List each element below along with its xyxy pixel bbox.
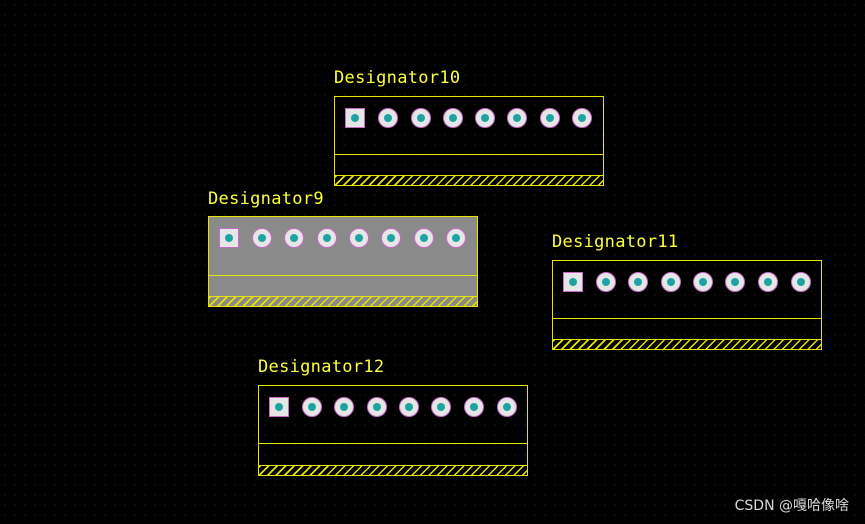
drill-hole — [351, 114, 359, 122]
pad-round[interactable] — [572, 108, 592, 128]
body-outline-line — [553, 318, 821, 319]
component-footprint[interactable] — [552, 260, 822, 350]
drill-hole — [513, 114, 521, 122]
drill-hole — [699, 278, 707, 286]
drill-hole — [569, 278, 577, 286]
pad-round[interactable] — [431, 397, 451, 417]
drill-hole — [340, 403, 348, 411]
pad-round[interactable] — [497, 397, 517, 417]
hatched-edge — [259, 465, 527, 475]
pad-round[interactable] — [540, 108, 560, 128]
drill-hole — [634, 278, 642, 286]
drill-hole — [373, 403, 381, 411]
pad-square[interactable] — [563, 272, 583, 292]
designator-label: Designator12 — [258, 357, 385, 377]
drill-hole — [437, 403, 445, 411]
pad-round[interactable] — [661, 272, 681, 292]
pad-round[interactable] — [443, 108, 463, 128]
pad-round[interactable] — [378, 108, 398, 128]
drill-hole — [764, 278, 772, 286]
pad-round[interactable] — [446, 228, 466, 248]
hatched-edge — [553, 339, 821, 349]
drill-hole — [308, 403, 316, 411]
drill-hole — [503, 403, 511, 411]
designator-label: Designator9 — [208, 189, 324, 209]
pad-round[interactable] — [596, 272, 616, 292]
drill-hole — [452, 234, 460, 242]
body-outline-line — [335, 154, 603, 155]
pad-round[interactable] — [725, 272, 745, 292]
pad-round[interactable] — [317, 228, 337, 248]
drill-hole — [546, 114, 554, 122]
pad-round[interactable] — [411, 108, 431, 128]
drill-hole — [290, 234, 298, 242]
drill-hole — [578, 114, 586, 122]
pad-round[interactable] — [507, 108, 527, 128]
pad-round[interactable] — [758, 272, 778, 292]
pad-round[interactable] — [252, 228, 272, 248]
pad-square[interactable] — [269, 397, 289, 417]
pad-round[interactable] — [791, 272, 811, 292]
drill-hole — [667, 278, 675, 286]
component-footprint-selected[interactable] — [208, 216, 478, 307]
watermark: CSDN @嘎哈像啥 — [734, 498, 849, 514]
designator-label: Designator10 — [334, 68, 461, 88]
pad-round[interactable] — [628, 272, 648, 292]
drill-hole — [731, 278, 739, 286]
drill-hole — [387, 234, 395, 242]
drill-hole — [470, 403, 478, 411]
designator-label: Designator11 — [552, 232, 679, 252]
drill-hole — [602, 278, 610, 286]
pad-round[interactable] — [349, 228, 369, 248]
component-footprint[interactable] — [334, 96, 604, 186]
pad-round[interactable] — [475, 108, 495, 128]
drill-hole — [384, 114, 392, 122]
body-outline-line — [209, 275, 477, 276]
pad-round[interactable] — [334, 397, 354, 417]
drill-hole — [420, 234, 428, 242]
drill-hole — [355, 234, 363, 242]
pad-round[interactable] — [381, 228, 401, 248]
pad-round[interactable] — [414, 228, 434, 248]
pad-square[interactable] — [219, 228, 239, 248]
hatched-edge — [335, 175, 603, 185]
drill-hole — [225, 234, 233, 242]
pad-round[interactable] — [302, 397, 322, 417]
body-outline-line — [259, 443, 527, 444]
pad-round[interactable] — [284, 228, 304, 248]
drill-hole — [275, 403, 283, 411]
drill-hole — [323, 234, 331, 242]
pad-round[interactable] — [367, 397, 387, 417]
component-footprint[interactable] — [258, 385, 528, 476]
pad-round[interactable] — [399, 397, 419, 417]
pad-square[interactable] — [345, 108, 365, 128]
drill-hole — [258, 234, 266, 242]
drill-hole — [417, 114, 425, 122]
hatched-edge — [209, 296, 477, 306]
pad-round[interactable] — [464, 397, 484, 417]
drill-hole — [481, 114, 489, 122]
drill-hole — [797, 278, 805, 286]
drill-hole — [449, 114, 457, 122]
pad-round[interactable] — [693, 272, 713, 292]
drill-hole — [405, 403, 413, 411]
